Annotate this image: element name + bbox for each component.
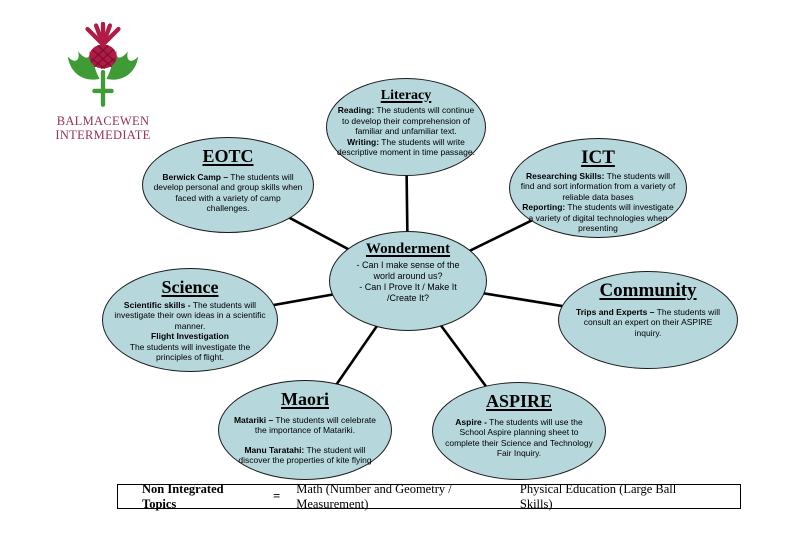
- node-wonderment: Wonderment - Can I make sense of the wor…: [329, 231, 487, 331]
- node-maori-body: Matariki – The students will celebrate t…: [229, 415, 380, 466]
- logo-text-line2: INTERMEDIATE: [55, 128, 151, 142]
- ict-reporting-label: Reporting:: [522, 202, 566, 213]
- community-trips-text: The students will consult an expert on t…: [583, 306, 720, 338]
- node-aspire: ASPIRE Aspire - The students will use th…: [432, 382, 606, 480]
- ict-researching-segment: Researching Skills: The students will fi…: [521, 171, 676, 203]
- node-science: Science Scientific skills - The students…: [102, 268, 278, 372]
- community-trips-label: Trips and Experts –: [576, 306, 655, 317]
- node-aspire-title: ASPIRE: [485, 391, 552, 411]
- aspire-aspire-segment: Aspire - The students will use the Schoo…: [443, 417, 594, 459]
- node-community-body: Trips and Experts – The students will co…: [570, 307, 727, 339]
- node-literacy-body: Reading: The students will continue to d…: [336, 105, 475, 158]
- aspire-aspire-label: Aspire -: [455, 416, 487, 427]
- footer-label: Non Integrated Topics: [142, 481, 224, 511]
- literacy-writing-label: Writing:: [347, 136, 380, 147]
- node-community: Community Trips and Experts – The studen…: [558, 271, 738, 369]
- node-literacy: Literacy Reading: The students will cont…: [326, 78, 486, 176]
- node-science-title: Science: [161, 277, 219, 297]
- science-skills-label: Scientific skills -: [123, 299, 191, 310]
- literacy-writing-segment: Writing: The students will write descrip…: [336, 137, 475, 158]
- node-literacy-title: Literacy: [380, 88, 432, 103]
- node-science-body: Scientific skills - The students will in…: [113, 300, 266, 363]
- node-community-title: Community: [599, 280, 697, 301]
- maori-matariki-segment: Matariki – The students will celebrate t…: [229, 415, 380, 436]
- footer-math-item: Math (Number and Geometry / Measurement): [296, 481, 452, 511]
- ict-researching-text: The students will find and sort informat…: [520, 170, 676, 202]
- science-flight-label: Flight Investigation: [151, 331, 229, 342]
- non-integrated-topics-bar: Non Integrated Topics = Math (Number and…: [117, 481, 741, 511]
- maori-manu-text: The student will discover the properties…: [238, 444, 372, 466]
- node-eotc-title: EOTC: [202, 146, 254, 166]
- school-logo: BALMACEWEN INTERMEDIATE: [44, 22, 162, 142]
- ict-researching-label: Researching Skills:: [526, 170, 605, 181]
- node-wonderment-body: - Can I make sense of the world around u…: [348, 260, 468, 304]
- logo-text: BALMACEWEN INTERMEDIATE: [44, 114, 162, 142]
- thistle-icon: [67, 22, 139, 107]
- wonderment-question-2: - Can I Prove It / Make It /Create It?: [359, 281, 457, 303]
- node-ict-title: ICT: [581, 147, 615, 168]
- aspire-aspire-text: The students will use the School Aspire …: [445, 416, 593, 459]
- literacy-reading-segment: Reading: The students will continue to d…: [336, 105, 475, 137]
- maori-matariki-label: Matariki –: [233, 414, 274, 425]
- ict-reporting-segment: Reporting: The students will investigate…: [521, 202, 676, 234]
- footer-pe-item: Physical Education (Large Ball Skills): [519, 481, 677, 511]
- maori-manu-segment: Manu Taratahi: The student will discover…: [229, 445, 380, 466]
- node-ict-body: Researching Skills: The students will fi…: [521, 171, 676, 234]
- node-eotc: EOTC Berwick Camp – The students will de…: [142, 137, 314, 233]
- literacy-reading-label: Reading:: [337, 105, 375, 116]
- logo-text-line1: BALMACEWEN: [56, 114, 150, 128]
- community-trips-segment: Trips and Experts – The students will co…: [570, 307, 727, 339]
- eotc-berwick-label: Berwick Camp –: [162, 171, 229, 182]
- node-maori-title: Maori: [281, 389, 329, 409]
- ict-reporting-text: The students will investigate a variety …: [528, 202, 674, 234]
- node-aspire-body: Aspire - The students will use the Schoo…: [443, 417, 594, 459]
- science-skills-text: The students will investigate their own …: [114, 299, 266, 331]
- node-ict: ICT Researching Skills: The students wil…: [509, 138, 687, 238]
- eotc-berwick-text: The students will develop personal and g…: [153, 171, 303, 214]
- maori-manu-label: Manu Taratahi:: [244, 444, 305, 455]
- science-skills-segment: Scientific skills - The students will in…: [113, 300, 266, 332]
- science-flight-text: The students will investigate the princi…: [129, 341, 251, 363]
- wonderment-question-1: - Can I make sense of the world around u…: [356, 259, 460, 281]
- literacy-reading-text: The students will continue to develop th…: [341, 105, 475, 137]
- eotc-berwick-segment: Berwick Camp – The students will develop…: [153, 172, 303, 214]
- literacy-writing-text: The students will write descriptive mome…: [337, 136, 475, 158]
- node-wonderment-title: Wonderment: [365, 241, 451, 257]
- node-maori: Maori Matariki – The students will celeb…: [218, 380, 392, 480]
- node-eotc-body: Berwick Camp – The students will develop…: [153, 172, 303, 214]
- maori-matariki-text: The students will celebrate the importan…: [254, 414, 377, 436]
- footer-equals: =: [273, 489, 281, 503]
